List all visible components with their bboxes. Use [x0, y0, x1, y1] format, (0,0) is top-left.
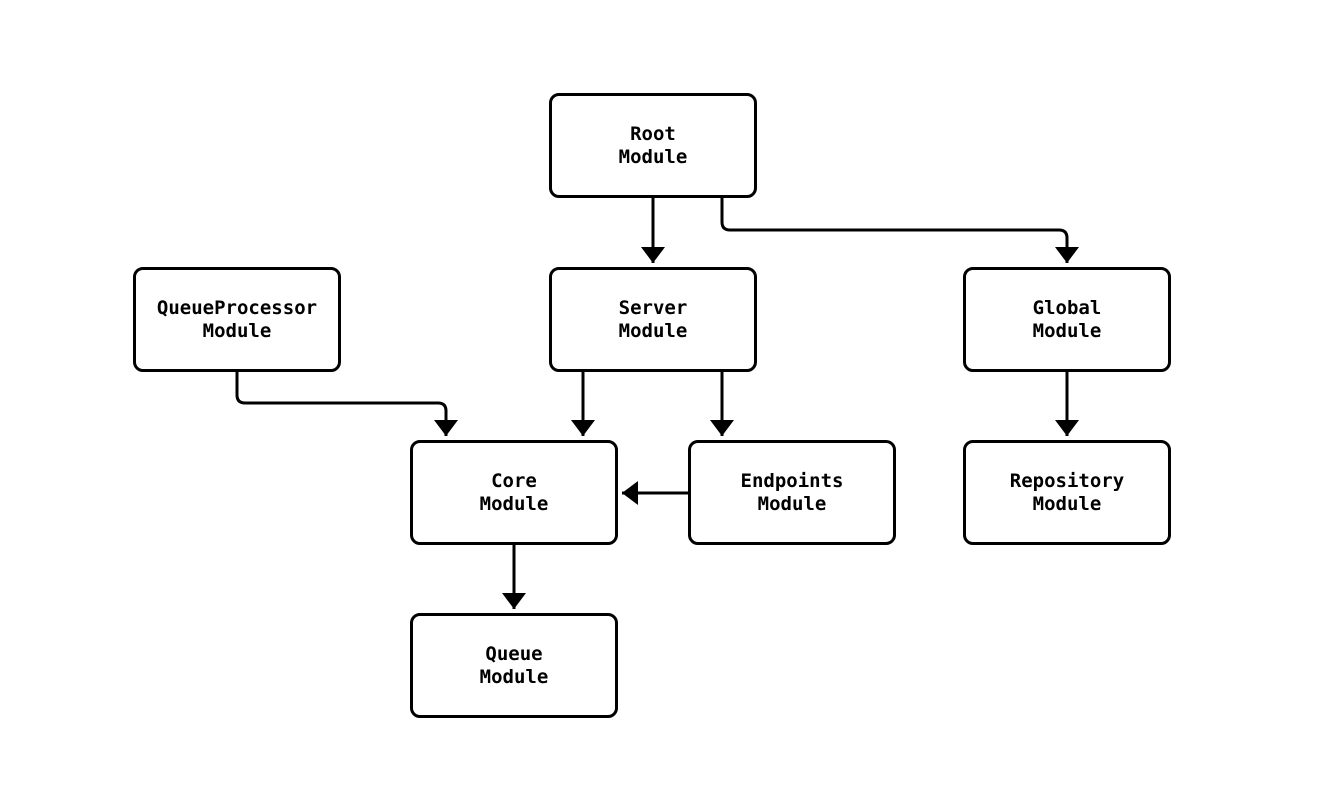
- node-label: Root: [630, 122, 676, 145]
- node-label: Module: [618, 319, 688, 342]
- node-label: Module: [1032, 319, 1102, 342]
- node-repository-module: Repository Module: [963, 440, 1171, 545]
- node-queueprocessor-module: QueueProcessor Module: [133, 267, 341, 372]
- node-label: Module: [202, 319, 272, 342]
- node-label: Repository: [1009, 469, 1125, 492]
- node-label: Global: [1032, 296, 1102, 319]
- edge-queueprocessor-to-core: [235, 371, 458, 436]
- node-label: Module: [757, 492, 827, 515]
- node-label: QueueProcessor: [156, 296, 318, 319]
- node-queue-module: Queue Module: [410, 613, 618, 718]
- node-label: Endpoints: [740, 469, 844, 492]
- node-label: Module: [479, 492, 549, 515]
- node-root-module: Root Module: [549, 93, 757, 198]
- node-label: Module: [618, 145, 688, 168]
- node-label: Server: [618, 296, 688, 319]
- node-label: Module: [479, 665, 549, 688]
- node-endpoints-module: Endpoints Module: [688, 440, 896, 545]
- node-core-module: Core Module: [410, 440, 618, 545]
- node-global-module: Global Module: [963, 267, 1171, 372]
- edge-root-to-global: [720, 197, 1079, 263]
- node-server-module: Server Module: [549, 267, 757, 372]
- node-label: Core: [491, 469, 537, 492]
- node-label: Module: [1032, 492, 1102, 515]
- node-label: Queue: [485, 642, 543, 665]
